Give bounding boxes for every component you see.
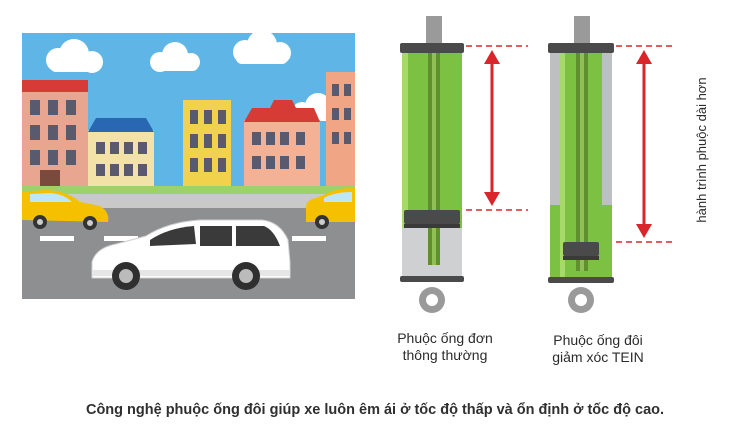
twin-stroke-indicator: [616, 45, 676, 243]
cloud: [46, 39, 103, 73]
top-cap: [400, 43, 464, 53]
arrow-up-icon: [636, 50, 652, 64]
street-illustration: [22, 30, 355, 299]
piston-rod: [574, 16, 590, 44]
white-minivan: [91, 219, 291, 290]
building: [88, 118, 154, 190]
single-tube-label: Phuộc ống đơn thông thường: [376, 330, 514, 364]
twin-tube-label-line1: Phuộc ống đôi: [553, 332, 643, 348]
building: [244, 100, 320, 192]
cloud: [233, 30, 291, 64]
piston: [563, 242, 599, 256]
bottom-cap: [548, 277, 614, 283]
piston-rod: [426, 16, 442, 44]
twin-tube-shock: [548, 16, 614, 313]
building: [22, 80, 88, 190]
top-cap: [548, 43, 614, 53]
twin-tube-label-line2: giảm xóc TEIN: [552, 349, 644, 365]
twin-tube-label: Phuộc ống đôi giảm xóc TEIN: [533, 332, 663, 366]
single-stroke-indicator: [466, 45, 528, 211]
longer-stroke-label: hành trình phuộc dài hơn: [694, 77, 709, 223]
building: [326, 72, 355, 192]
piston: [404, 210, 460, 224]
caption: Công nghệ phuộc ống đôi giúp xe luôn êm …: [85, 402, 665, 418]
bottom-cap: [400, 276, 464, 282]
yellow-car: [305, 188, 355, 229]
cloud: [150, 42, 200, 72]
single-tube-shock: [400, 16, 464, 313]
building: [183, 100, 231, 192]
single-tube-label-line2: thông thường: [402, 347, 488, 363]
arrow-up-icon: [484, 50, 500, 64]
arrow-down-icon: [636, 224, 652, 238]
sidewalk: [22, 194, 355, 208]
yellow-car: [22, 190, 109, 230]
grass-strip: [22, 186, 355, 194]
single-tube-label-line1: Phuộc ống đơn: [397, 330, 493, 346]
arrow-down-icon: [484, 192, 500, 206]
